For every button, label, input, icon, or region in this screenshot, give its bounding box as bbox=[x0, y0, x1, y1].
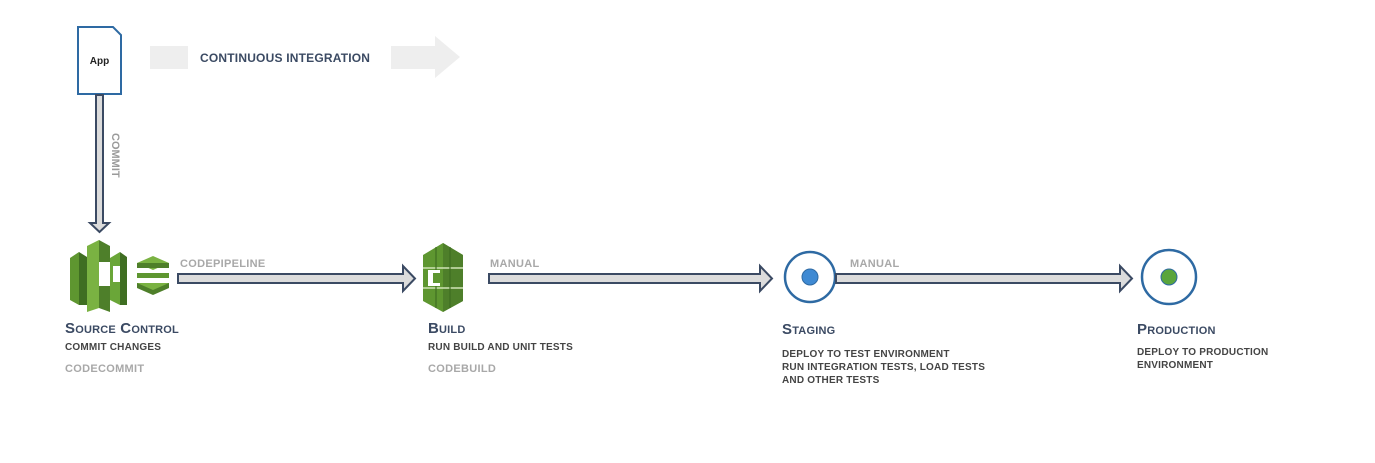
stage-description: COMMIT CHANGES bbox=[65, 341, 179, 354]
stage-description-line: COMMIT CHANGES bbox=[65, 342, 162, 353]
manual-label-2: MANUAL bbox=[850, 258, 900, 270]
stage-description-line: AND OTHER TESTS bbox=[782, 375, 880, 386]
codecommit-icon bbox=[70, 240, 127, 312]
commit-arrow bbox=[87, 94, 112, 234]
stage-build: Build RUN BUILD AND UNIT TESTS CODEBUILD bbox=[428, 320, 573, 375]
production-circle-icon bbox=[1140, 248, 1198, 306]
codepipeline-label: CODEPIPELINE bbox=[180, 258, 266, 270]
stage-description-line: ENVIRONMENT bbox=[1137, 360, 1214, 371]
codepipeline-arrow bbox=[177, 263, 417, 294]
commit-label: COMMIT bbox=[109, 133, 121, 178]
stage-service: CODECOMMIT bbox=[65, 363, 145, 375]
stage-title: Source Control bbox=[65, 320, 179, 337]
stage-staging: Staging DEPLOY TO TEST ENVIRONMENT RUN I… bbox=[782, 321, 985, 387]
ci-banner-label: CONTINUOUS INTEGRATION bbox=[200, 51, 371, 65]
ci-banner-arrow bbox=[150, 36, 460, 78]
stage-production: Production DEPLOY TO PRODUCTION ENVIRONM… bbox=[1137, 321, 1268, 372]
staging-circle-icon bbox=[783, 250, 837, 304]
stage-title: Production bbox=[1137, 321, 1216, 338]
stage-description-line: DEPLOY TO PRODUCTION bbox=[1137, 347, 1269, 358]
stage-source-control: Source Control COMMIT CHANGES CODECOMMIT bbox=[65, 320, 179, 375]
stage-title: Staging bbox=[782, 321, 836, 338]
document-icon bbox=[77, 26, 122, 95]
codepipeline-icon bbox=[137, 256, 169, 295]
manual-label-1: MANUAL bbox=[490, 258, 540, 270]
stage-title: Build bbox=[428, 320, 466, 337]
manual-arrow-1 bbox=[488, 263, 774, 294]
stage-description-line: RUN INTEGRATION TESTS, LOAD TESTS bbox=[782, 362, 986, 373]
stage-service: CODEBUILD bbox=[428, 363, 497, 375]
codebuild-icon bbox=[423, 243, 463, 312]
manual-arrow-2 bbox=[835, 263, 1134, 294]
stage-description-line: RUN BUILD AND UNIT TESTS bbox=[428, 342, 573, 353]
stage-description: RUN BUILD AND UNIT TESTS bbox=[428, 341, 573, 354]
stage-description-line: DEPLOY TO TEST ENVIRONMENT bbox=[782, 349, 950, 360]
stage-description: DEPLOY TO PRODUCTION ENVIRONMENT bbox=[1137, 346, 1268, 372]
app-label: App bbox=[89, 56, 110, 67]
stage-description: DEPLOY TO TEST ENVIRONMENT RUN INTEGRATI… bbox=[782, 348, 985, 387]
